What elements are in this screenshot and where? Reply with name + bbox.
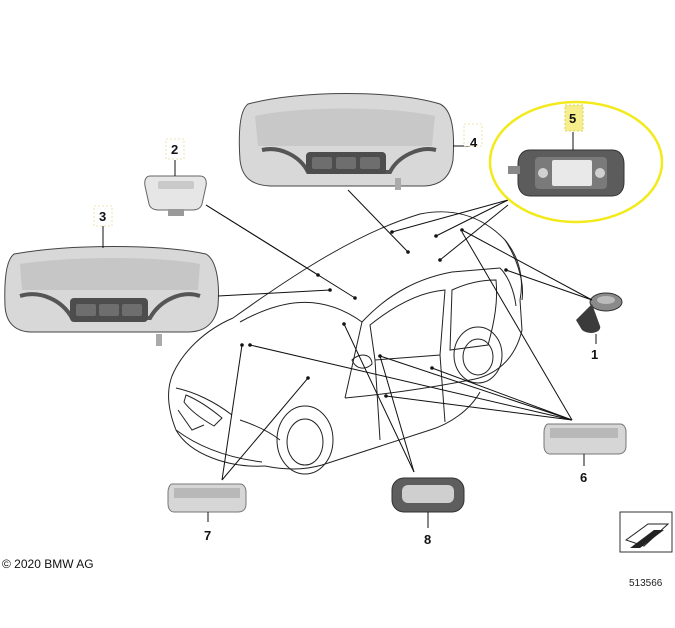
part-8-framed-lamp <box>391 477 465 513</box>
callout-1: 1 <box>591 347 598 362</box>
callout-6: 6 <box>580 470 587 485</box>
part-4-overhead-console <box>238 93 455 190</box>
part-1-bulb-socket <box>576 292 623 333</box>
part-6-light-unit <box>543 423 627 455</box>
callout-8: 8 <box>424 532 431 547</box>
vehicle-outline <box>168 211 524 475</box>
part-3-overhead-console <box>4 246 219 346</box>
part-2-reading-light <box>144 175 207 216</box>
highlight-ellipse <box>488 100 664 224</box>
document-number: 513566 <box>629 578 663 589</box>
leader-dots <box>240 228 508 398</box>
callout-7: 7 <box>204 528 211 543</box>
callout-4: 4 <box>470 135 478 150</box>
view-direction-icon <box>619 511 673 553</box>
callout-2: 2 <box>171 142 178 157</box>
part-5-switch-panel <box>508 149 625 197</box>
copyright-text: © 2020 BMW AG <box>2 557 94 571</box>
callouts: 1 2 3 4 5 6 7 8 <box>93 104 598 547</box>
callout-5-highlight <box>564 104 584 132</box>
leader-lines <box>102 132 597 528</box>
callout-3: 3 <box>99 209 106 224</box>
part-7-light-unit <box>167 483 247 513</box>
callout-5: 5 <box>569 111 576 126</box>
